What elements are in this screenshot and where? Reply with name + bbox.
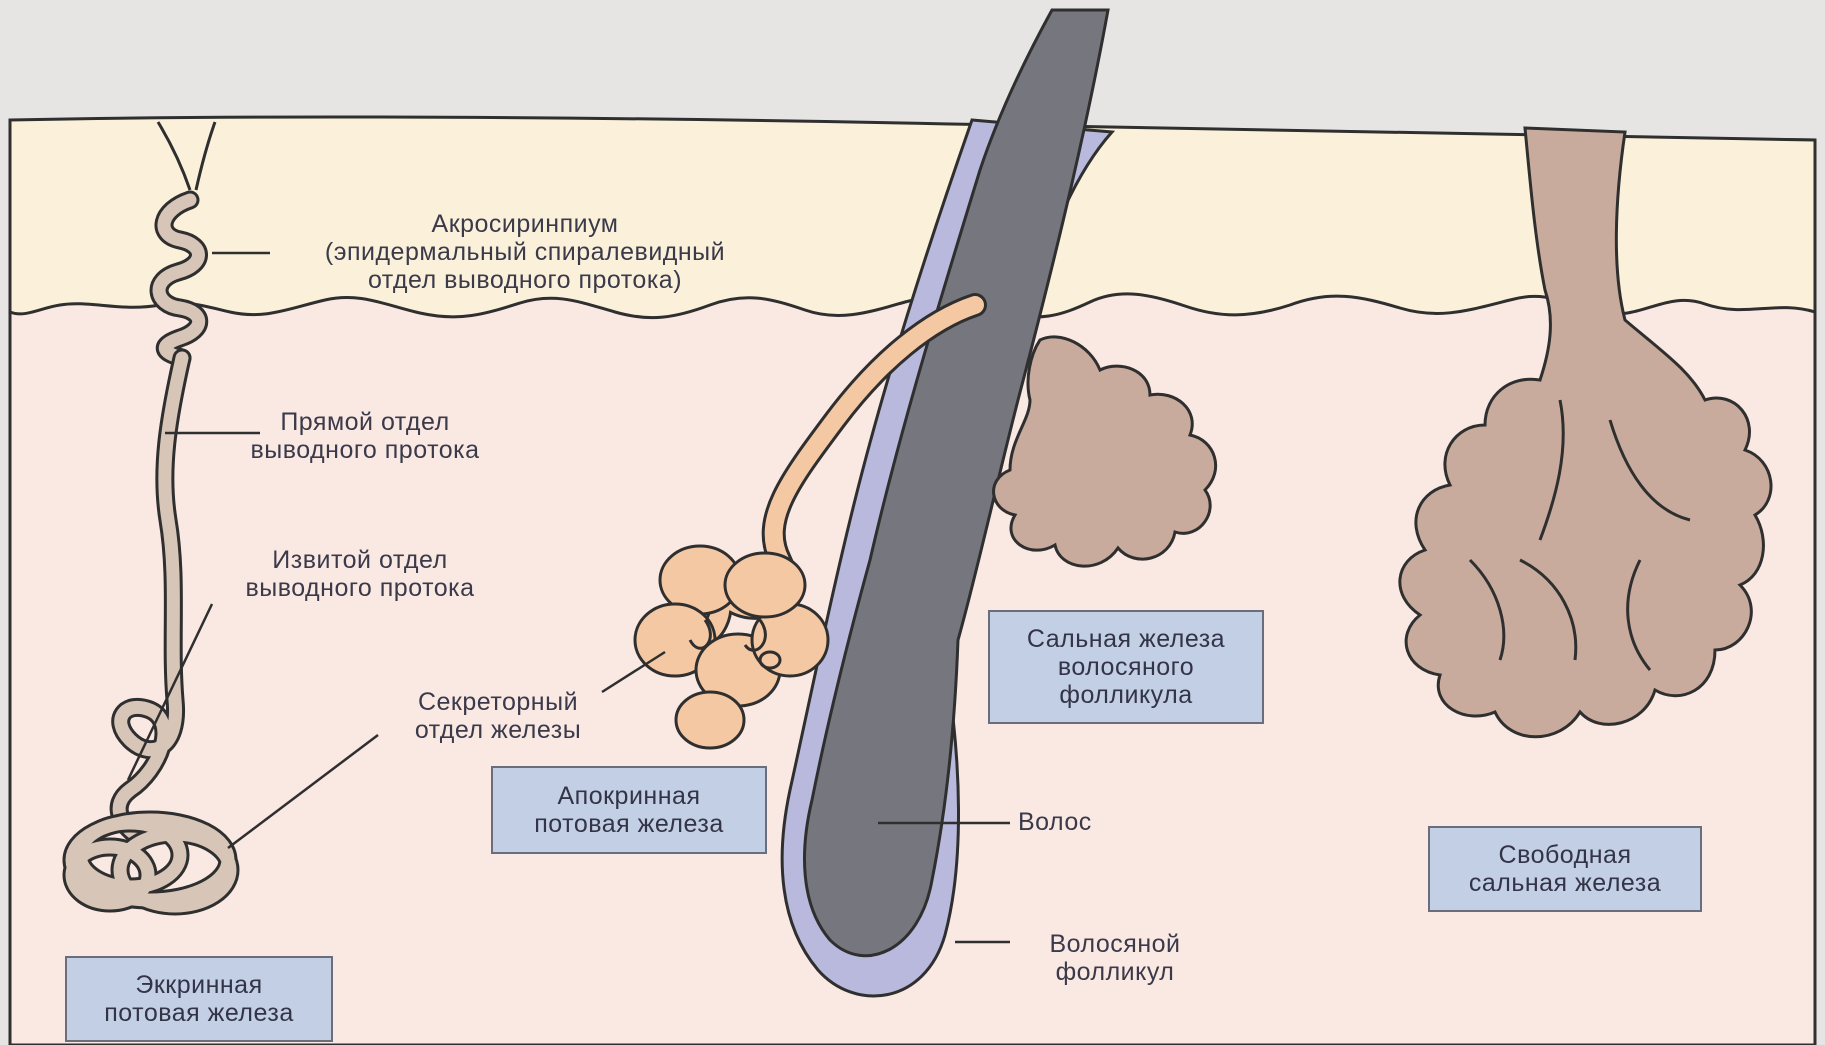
- label-straight-duct: Прямой отдел выводного протока: [215, 408, 515, 464]
- label-hair: Волос: [1018, 808, 1118, 836]
- box-apocrine: Апокринная потовая железа: [491, 766, 767, 854]
- label-coiled-duct: Извитой отдел выводного протока: [210, 546, 510, 602]
- label-follicle: Волосяной фолликул: [1015, 930, 1215, 986]
- box-eccrine: Эккринная потовая железа: [65, 956, 333, 1042]
- label-acrosyringium: Акросиринпиум (эпидермальный спиралевидн…: [280, 210, 770, 294]
- box-free-sebaceous: Свободная сальная железа: [1428, 826, 1702, 912]
- box-sebaceous-follicle: Сальная железа волосяного фолликула: [988, 610, 1264, 724]
- label-secretory: Секреторный отдел железы: [378, 688, 618, 744]
